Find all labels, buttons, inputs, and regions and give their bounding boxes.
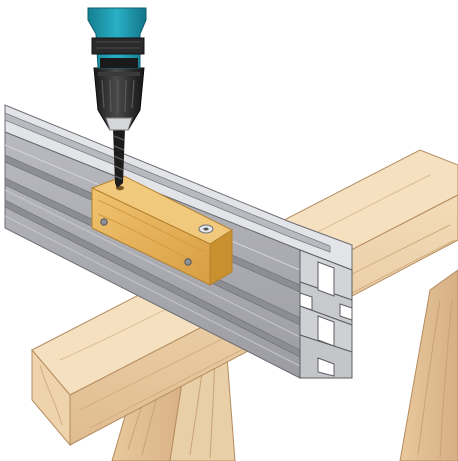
- drill-chuck: [93, 67, 145, 131]
- drill-body: [87, 7, 147, 69]
- drill-icon: [87, 7, 147, 188]
- profile-end-caps: [299, 249, 353, 379]
- wooden-mounting-plate: [90, 175, 234, 286]
- screw-icon: [184, 258, 192, 266]
- trestle-leg-right: [399, 269, 458, 461]
- screw-icon: [100, 218, 108, 226]
- drill-bit: [113, 128, 125, 188]
